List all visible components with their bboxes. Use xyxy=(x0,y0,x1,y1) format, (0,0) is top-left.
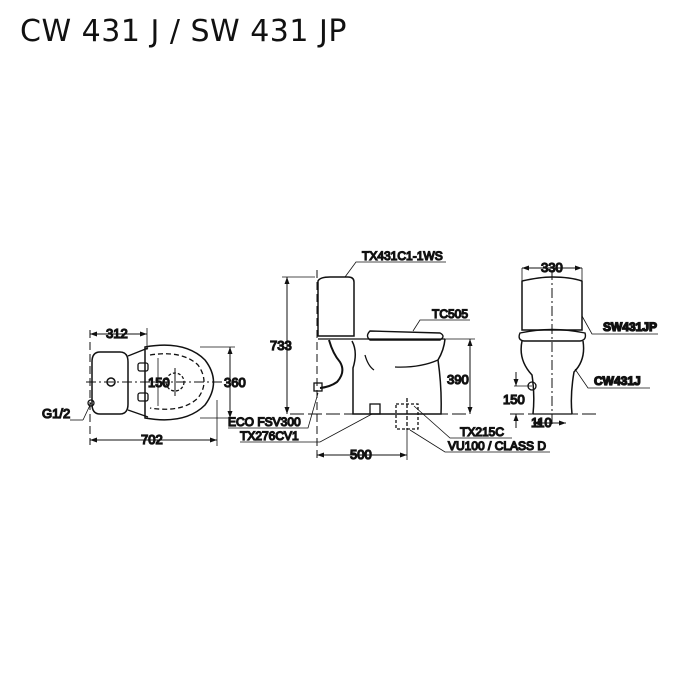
label-tx276cv1: TX276CV1 xyxy=(240,429,299,443)
dim-110: 110 xyxy=(531,415,552,430)
dim-330: 330 xyxy=(541,260,563,275)
dim-702: 702 xyxy=(141,432,163,447)
front-view xyxy=(510,265,658,428)
dim-150-front: 150 xyxy=(503,392,525,407)
label-tx215c: TX215C xyxy=(460,425,504,439)
label-tc505: TC505 xyxy=(432,307,468,321)
label-cw431j: CW431J xyxy=(594,374,641,388)
drawing-title: CW 431 J / SW 431 JP xyxy=(20,14,347,49)
dim-390: 390 xyxy=(447,372,469,387)
label-g1-2: G1/2 xyxy=(42,406,70,421)
plan-view xyxy=(70,328,235,446)
dim-360: 360 xyxy=(224,375,246,390)
label-tx431c1-1ws: TX431C1-1WS xyxy=(362,249,443,263)
dim-500: 500 xyxy=(350,447,372,462)
label-eco-fsv300: ECO FSV300 xyxy=(228,415,301,429)
dim-312: 312 xyxy=(106,326,128,341)
side-view xyxy=(228,261,550,460)
label-vu100-class-d: VU100 / CLASS D xyxy=(448,439,546,453)
dim-733: 733 xyxy=(270,338,292,353)
dim-150-plan: 150 xyxy=(148,375,170,390)
label-sw431jp: SW431JP xyxy=(603,320,657,334)
